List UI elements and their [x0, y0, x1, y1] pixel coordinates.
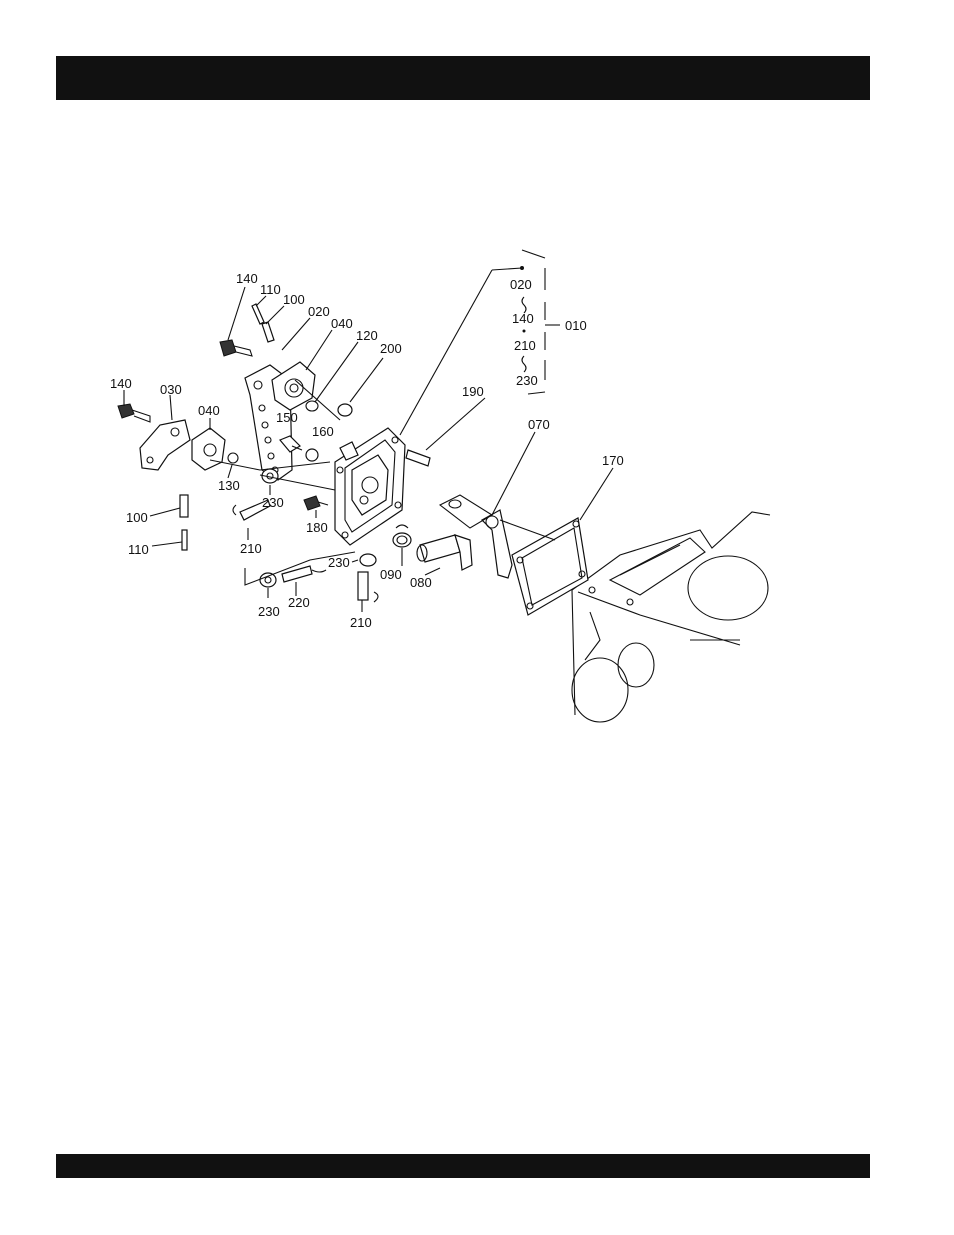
label-110-lower: 110 — [128, 542, 149, 557]
label-180: 180 — [306, 520, 328, 535]
label-120: 120 — [356, 328, 378, 343]
label-040-upper: 040 — [331, 316, 353, 331]
pin-110-upper — [252, 304, 264, 324]
label-200: 200 — [380, 341, 402, 356]
label-230-upper: 230 — [262, 495, 284, 510]
label-090: 090 — [380, 567, 402, 582]
label-110-upper: 110 — [260, 282, 281, 297]
kit-label-230: 230 — [516, 373, 538, 388]
shaft-080 — [417, 535, 472, 570]
gasket-170 — [512, 518, 588, 615]
bolt-140-left — [118, 404, 150, 422]
label-020-upper: 020 — [308, 304, 330, 319]
bolt-180 — [304, 496, 328, 510]
spring-090 — [393, 525, 411, 547]
label-100-lower: 100 — [126, 510, 148, 525]
oring-130 — [228, 453, 238, 463]
label-130: 130 — [218, 478, 240, 493]
label-080: 080 — [410, 575, 432, 590]
label-030: 030 — [160, 382, 182, 397]
oring-120 — [306, 401, 318, 411]
label-150: 150 — [276, 410, 298, 425]
cam-040-left — [192, 428, 225, 470]
kit-label-010: 010 — [565, 318, 587, 333]
label-220: 220 — [288, 595, 310, 610]
cam-040-upper — [272, 362, 315, 410]
nut-230-middle — [360, 554, 376, 566]
pin-110-lower — [182, 530, 187, 550]
stud-190 — [406, 450, 430, 466]
nut-200 — [338, 404, 352, 416]
engine-block — [572, 512, 770, 722]
label-190: 190 — [462, 384, 484, 399]
pin-100-upper — [262, 322, 274, 342]
nut-230-lower — [260, 573, 276, 587]
label-230-lower: 230 — [258, 604, 280, 619]
label-230-middle: 230 — [328, 555, 350, 570]
kit-label-020: 020 — [510, 277, 532, 292]
bolt-140-upper — [220, 340, 252, 356]
spring-210-lower — [358, 572, 378, 602]
label-210-lower: 210 — [350, 615, 372, 630]
label-170: 170 — [602, 453, 624, 468]
label-100-upper: 100 — [283, 292, 305, 307]
kit-label-210: 210 — [514, 338, 536, 353]
pin-100-lower — [180, 495, 188, 517]
kit-label-140: 140 — [512, 311, 534, 326]
label-040-left: 040 — [198, 403, 220, 418]
label-160: 160 — [312, 424, 334, 439]
label-210-upper: 210 — [240, 541, 262, 556]
plate-030 — [140, 420, 190, 470]
label-070: 070 — [528, 417, 550, 432]
label-140-upper: 140 — [236, 271, 258, 286]
washer-160 — [306, 449, 318, 461]
governor-housing — [335, 428, 405, 545]
label-140-left: 140 — [110, 376, 132, 391]
